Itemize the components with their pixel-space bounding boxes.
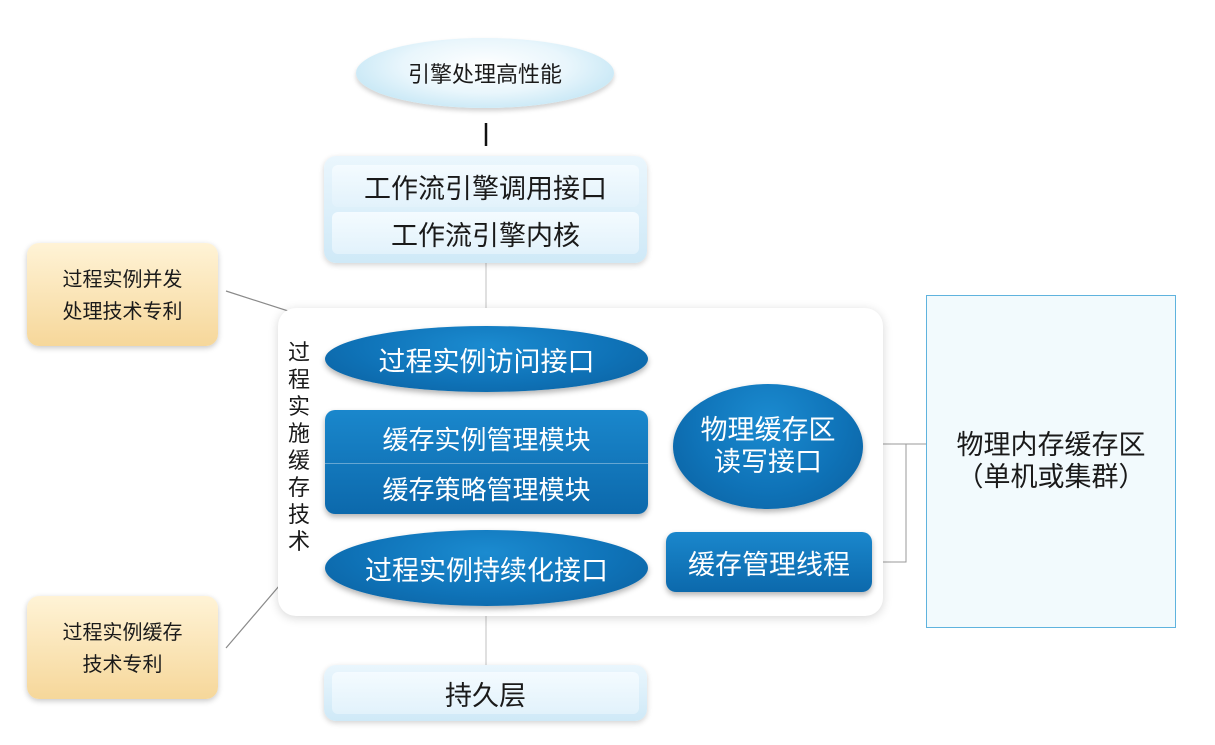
physical-memory-line1: 物理内存缓存区: [956, 429, 1146, 461]
physical-cache-rw-circle: 物理缓存区 读写接口: [673, 384, 863, 509]
side-char: 术: [287, 530, 310, 555]
cache-strategy-module-label: 缓存策略管理模块: [382, 475, 591, 506]
physical-memory-line2: （单机或集群）: [956, 461, 1146, 493]
goal-oval: 引擎处理高性能: [356, 38, 614, 108]
concurrency-patent-box: 过程实例并发 处理技术专利: [27, 243, 218, 346]
cache-modules-box: 缓存实例管理模块 缓存策略管理模块: [325, 410, 648, 514]
cache-thread-box: 缓存管理线程: [666, 532, 872, 592]
engine-panel: 工作流引擎调用接口 工作流引擎内核: [324, 156, 647, 263]
goal-label: 引擎处理高性能: [407, 63, 562, 88]
side-char: 程: [287, 368, 310, 393]
cache-strategy-module: 缓存策略管理模块: [325, 466, 648, 510]
caching-patent-line1: 过程实例缓存: [62, 619, 183, 644]
side-char: 过: [287, 341, 310, 366]
physical-memory-box: 物理内存缓存区 （单机或集群）: [926, 295, 1176, 628]
engine-kernel: 工作流引擎内核: [332, 212, 639, 254]
modules-divider: [325, 463, 648, 464]
side-char: 施: [287, 422, 310, 447]
process-cache-side-label: 过 程 实 施 缓 存 技 术: [283, 340, 315, 560]
persistence-interface-ellipse: 过程实例持续化接口: [325, 530, 648, 606]
engine-kernel-label: 工作流引擎内核: [391, 220, 580, 252]
thread-to-memory-connector: [872, 444, 907, 563]
side-char: 技: [287, 503, 310, 528]
access-interface-label: 过程实例访问接口: [378, 346, 595, 378]
cache-thread-label: 缓存管理线程: [688, 549, 850, 581]
side-char: 缓: [287, 449, 310, 474]
physical-cache-rw-line2: 读写接口: [714, 446, 822, 478]
engine-call-interface-label: 工作流引擎调用接口: [364, 173, 607, 205]
caching-patent-box: 过程实例缓存 技术专利: [27, 596, 218, 699]
side-char: 实: [287, 395, 310, 420]
persistence-layer: 持久层: [332, 672, 639, 714]
side-char: 存: [287, 476, 310, 501]
engine-call-interface: 工作流引擎调用接口: [332, 165, 639, 207]
persistence-layer-label: 持久层: [445, 680, 526, 712]
physical-cache-rw-line1: 物理缓存区: [700, 414, 836, 446]
persistence-interface-label: 过程实例持续化接口: [365, 555, 608, 587]
access-interface-ellipse: 过程实例访问接口: [325, 326, 648, 392]
persistence-layer-panel: 持久层: [324, 665, 647, 721]
cache-management-module: 缓存实例管理模块: [325, 416, 648, 460]
concurrency-patent-line1: 过程实例并发: [62, 266, 183, 291]
cache-management-module-label: 缓存实例管理模块: [382, 425, 591, 456]
caching-patent-line2: 技术专利: [82, 651, 163, 676]
concurrency-patent-line2: 处理技术专利: [62, 298, 183, 323]
